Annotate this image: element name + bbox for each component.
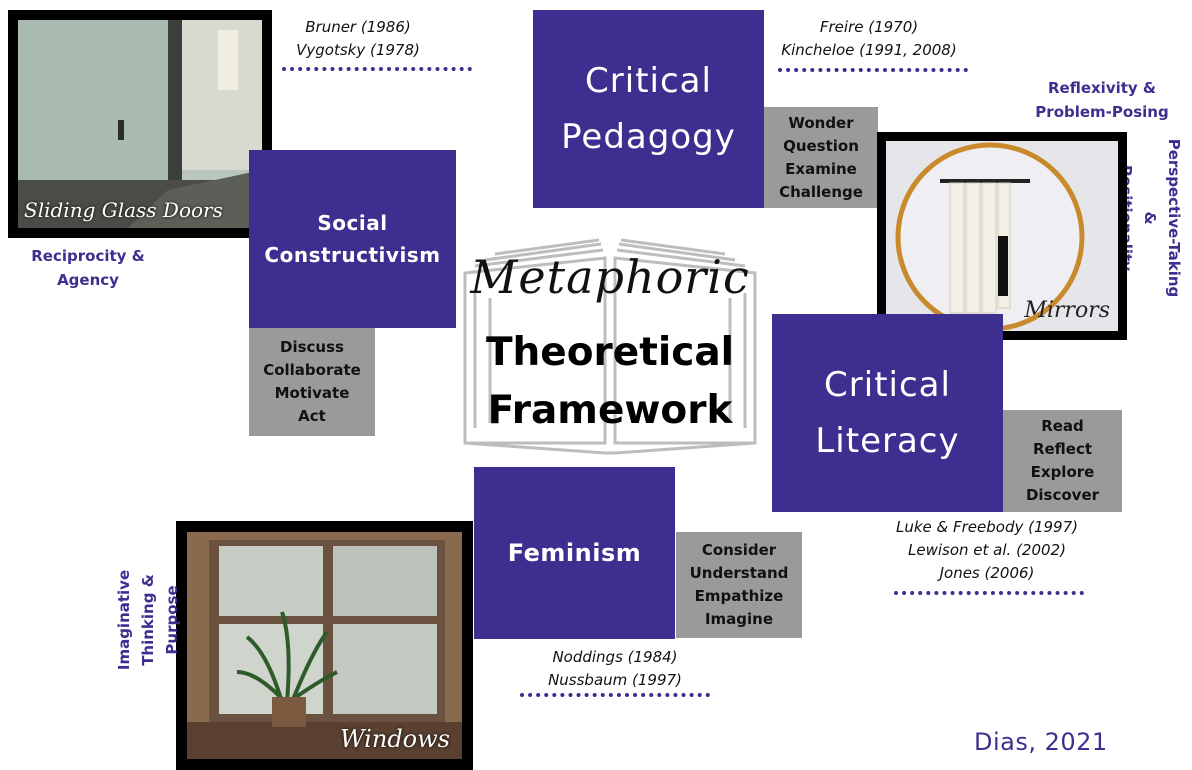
citation-critical-pedagogy: Freire (1970) Kincheloe (1991, 2008) (781, 18, 957, 59)
node-critical-pedagogy: Critical Pedagogy (533, 10, 764, 208)
verbs-feminism: Consider Understand Empathize Imagine (676, 532, 802, 638)
author-credit: Dias, 2021 (974, 728, 1108, 756)
verbs-social-constructivism: Discuss Collaborate Motivate Act (249, 328, 375, 436)
window-illustration (187, 532, 462, 759)
windows-image: Windows (176, 521, 473, 770)
dotted-divider (282, 67, 472, 71)
citation-social-constructivism: Bruner (1986) Vygotsky (1978) (296, 18, 420, 59)
verbs-critical-pedagogy: Wonder Question Examine Challenge (764, 107, 878, 208)
open-book-icon (463, 238, 757, 455)
node-title: Critical Pedagogy (561, 61, 736, 157)
node-title: Feminism (507, 539, 642, 567)
verbs-critical-literacy: Read Reflect Explore Discover (1003, 410, 1122, 512)
sliding-glass-doors-image: Sliding Glass Doors (8, 10, 272, 238)
node-title: Critical Literacy (815, 365, 960, 461)
citation-critical-literacy: Luke & Freebody (1997) Lewison et al. (2… (895, 518, 1078, 582)
center-title-line2: Theoretical (485, 330, 735, 375)
sliding-glass-doors-label: Sliding Glass Doors (24, 198, 223, 222)
citation-feminism: Noddings (1984) Nussbaum (1997) (548, 648, 682, 689)
dotted-divider (520, 693, 710, 697)
center-title-line3: Framework (487, 388, 733, 433)
glass-door-illustration (18, 20, 262, 228)
dotted-divider (894, 591, 1084, 595)
dotted-divider (778, 68, 968, 72)
node-title: Social Constructivism (264, 211, 441, 267)
node-critical-literacy: Critical Literacy (772, 314, 1003, 512)
node-social-constructivism: Social Constructivism (249, 150, 456, 328)
windows-label: Windows (339, 725, 450, 753)
theme-imaginative-thinking: Imaginative Thinking & Purpose (115, 569, 181, 671)
node-feminism: Feminism (474, 467, 675, 639)
mirror-illustration (886, 141, 1118, 331)
mirrors-image: Mirrors (877, 132, 1127, 340)
theme-reciprocity-agency: Reciprocity & Agency (31, 247, 145, 289)
theme-reflexivity-problem-posing: Reflexivity & Problem-Posing (1035, 79, 1169, 121)
center-title-script: Metaphoric (470, 250, 750, 304)
mirrors-label: Mirrors (1024, 298, 1110, 323)
